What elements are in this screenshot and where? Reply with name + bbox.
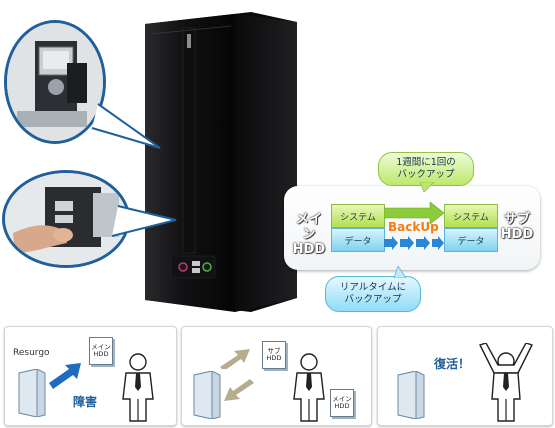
main-data-text: データ (344, 236, 372, 247)
hand-insert-closeup (2, 170, 130, 268)
weekly-bubble-line2: バックアップ (397, 169, 455, 180)
recovered-panel: 復活！ (377, 326, 553, 426)
main-system-text: システム (340, 212, 376, 223)
sub-system-box: システム (444, 204, 498, 228)
realtime-bubble-tail (393, 266, 406, 278)
pc-case-icon (397, 371, 425, 419)
main-data-box: データ (331, 228, 385, 252)
realtime-arrows-icon (384, 236, 444, 250)
realtime-bubble-line2: バックアップ (344, 294, 402, 305)
main-system-box: システム (331, 204, 385, 228)
main-hdd-card-removed-line1: メイン (332, 394, 352, 403)
weekly-bubble-tail (420, 182, 434, 192)
hdd-bay-closeup (4, 20, 106, 144)
sub-hdd-card-line2: HDD (266, 354, 282, 362)
backup-label: BackUp (388, 220, 439, 234)
realtime-bubble-line1: リアルタイムに (339, 282, 407, 293)
backup-diagram: メイン HDD システム データ BackUp システム データ サブ HDD (284, 186, 540, 270)
audio-port-icon (178, 262, 188, 272)
sub-data-box: データ (444, 228, 498, 252)
brand-label: Resurgo (13, 348, 50, 358)
blue-arrow-icon (49, 363, 81, 389)
failure-text: 障害 (73, 395, 98, 409)
swap-panel: サブ HDD メイン HDD (181, 326, 372, 426)
person-standing-icon (122, 353, 154, 422)
recovered-text: 復活！ (434, 357, 471, 371)
weekly-bubble-line1: 1週間に1回の (396, 157, 456, 168)
person-cheering-icon (479, 343, 533, 422)
sub-system-text: システム (453, 212, 489, 223)
main-hdd-card-line1: メイン (91, 342, 111, 351)
mic-port-icon (202, 262, 212, 272)
pc-tower-image (145, 12, 297, 312)
sub-hdd-label: サブ HDD (498, 212, 536, 242)
remove-arrow-icon (224, 379, 254, 401)
pc-case-icon (193, 371, 221, 419)
main-hdd-card-removed: メイン HDD (330, 389, 354, 417)
main-hdd-label: メイン HDD (290, 212, 328, 257)
sub-hdd-label-line1: サブ (503, 212, 530, 227)
failure-panel: Resurgo メイン HDD 障害 (4, 326, 177, 426)
main-hdd-label-line2: HDD (292, 242, 326, 257)
person-standing-icon (293, 353, 325, 422)
main-hdd-card-removed-line2: HDD (334, 402, 350, 410)
weekly-arrow-icon (384, 202, 445, 224)
main-hdd-card-line2: HDD (93, 350, 109, 358)
main-hdd-card: メイン HDD (89, 337, 113, 365)
sub-hdd-label-line2: HDD (500, 227, 534, 242)
pc-case-icon (18, 369, 46, 417)
insert-arrow-icon (220, 349, 250, 369)
main-hdd-label-line1: メイン (295, 212, 322, 242)
sub-hdd-card-line1: サブ (267, 346, 281, 355)
weekly-backup-bubble: 1週間に1回の バックアップ (378, 152, 474, 186)
realtime-backup-bubble: リアルタイムに バックアップ (325, 276, 421, 312)
sub-hdd-card: サブ HDD (262, 341, 286, 369)
sub-data-text: データ (457, 236, 485, 247)
